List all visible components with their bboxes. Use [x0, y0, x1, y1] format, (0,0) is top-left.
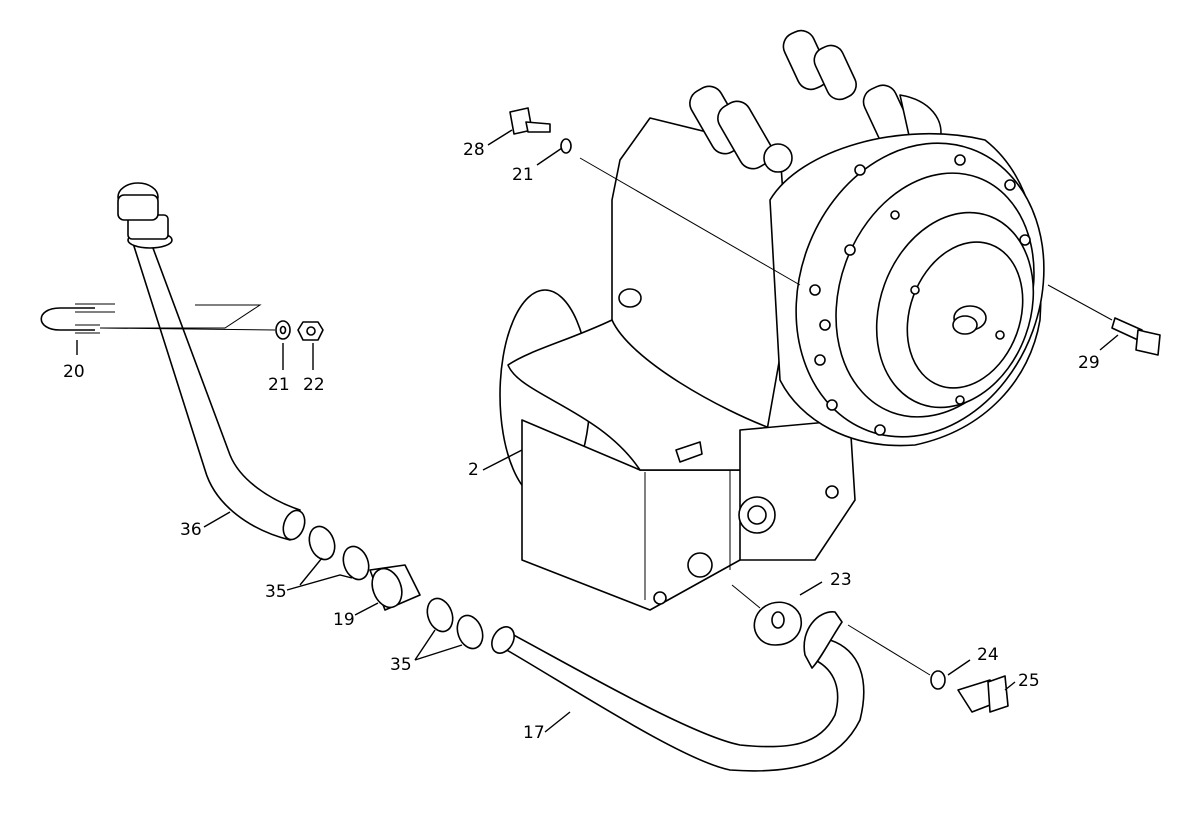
callout-24: 24 — [977, 645, 999, 665]
callout-22: 22 — [303, 375, 325, 395]
callout-29: 29 — [1078, 353, 1100, 373]
callout-25: 25 — [1018, 671, 1040, 691]
leader-lines — [76, 129, 1119, 733]
callout-35-lower: 35 — [390, 655, 412, 675]
callout-17: 17 — [523, 723, 545, 743]
clamps-and-hose — [308, 525, 484, 650]
outlet-flange-set — [753, 601, 1009, 713]
callout-35-upper: 35 — [265, 582, 287, 602]
callout-19: 19 — [333, 610, 355, 630]
top-bolt-set — [509, 107, 572, 154]
callout-21-left: 21 — [268, 375, 290, 395]
callout-20: 20 — [63, 362, 85, 382]
callout-labels: 28 21 20 21 22 29 2 36 35 19 35 23 24 25… — [63, 140, 1100, 743]
callout-2: 2 — [468, 460, 479, 480]
callout-36: 36 — [180, 520, 202, 540]
callout-21-top: 21 — [512, 165, 534, 185]
filler-tube — [117, 182, 306, 541]
front-flange — [769, 133, 1045, 447]
right-bolt — [1111, 317, 1161, 356]
transmission-housing — [499, 29, 942, 611]
callout-28: 28 — [463, 140, 485, 160]
u-bolt-assembly — [40, 303, 324, 341]
callout-23: 23 — [830, 570, 852, 590]
